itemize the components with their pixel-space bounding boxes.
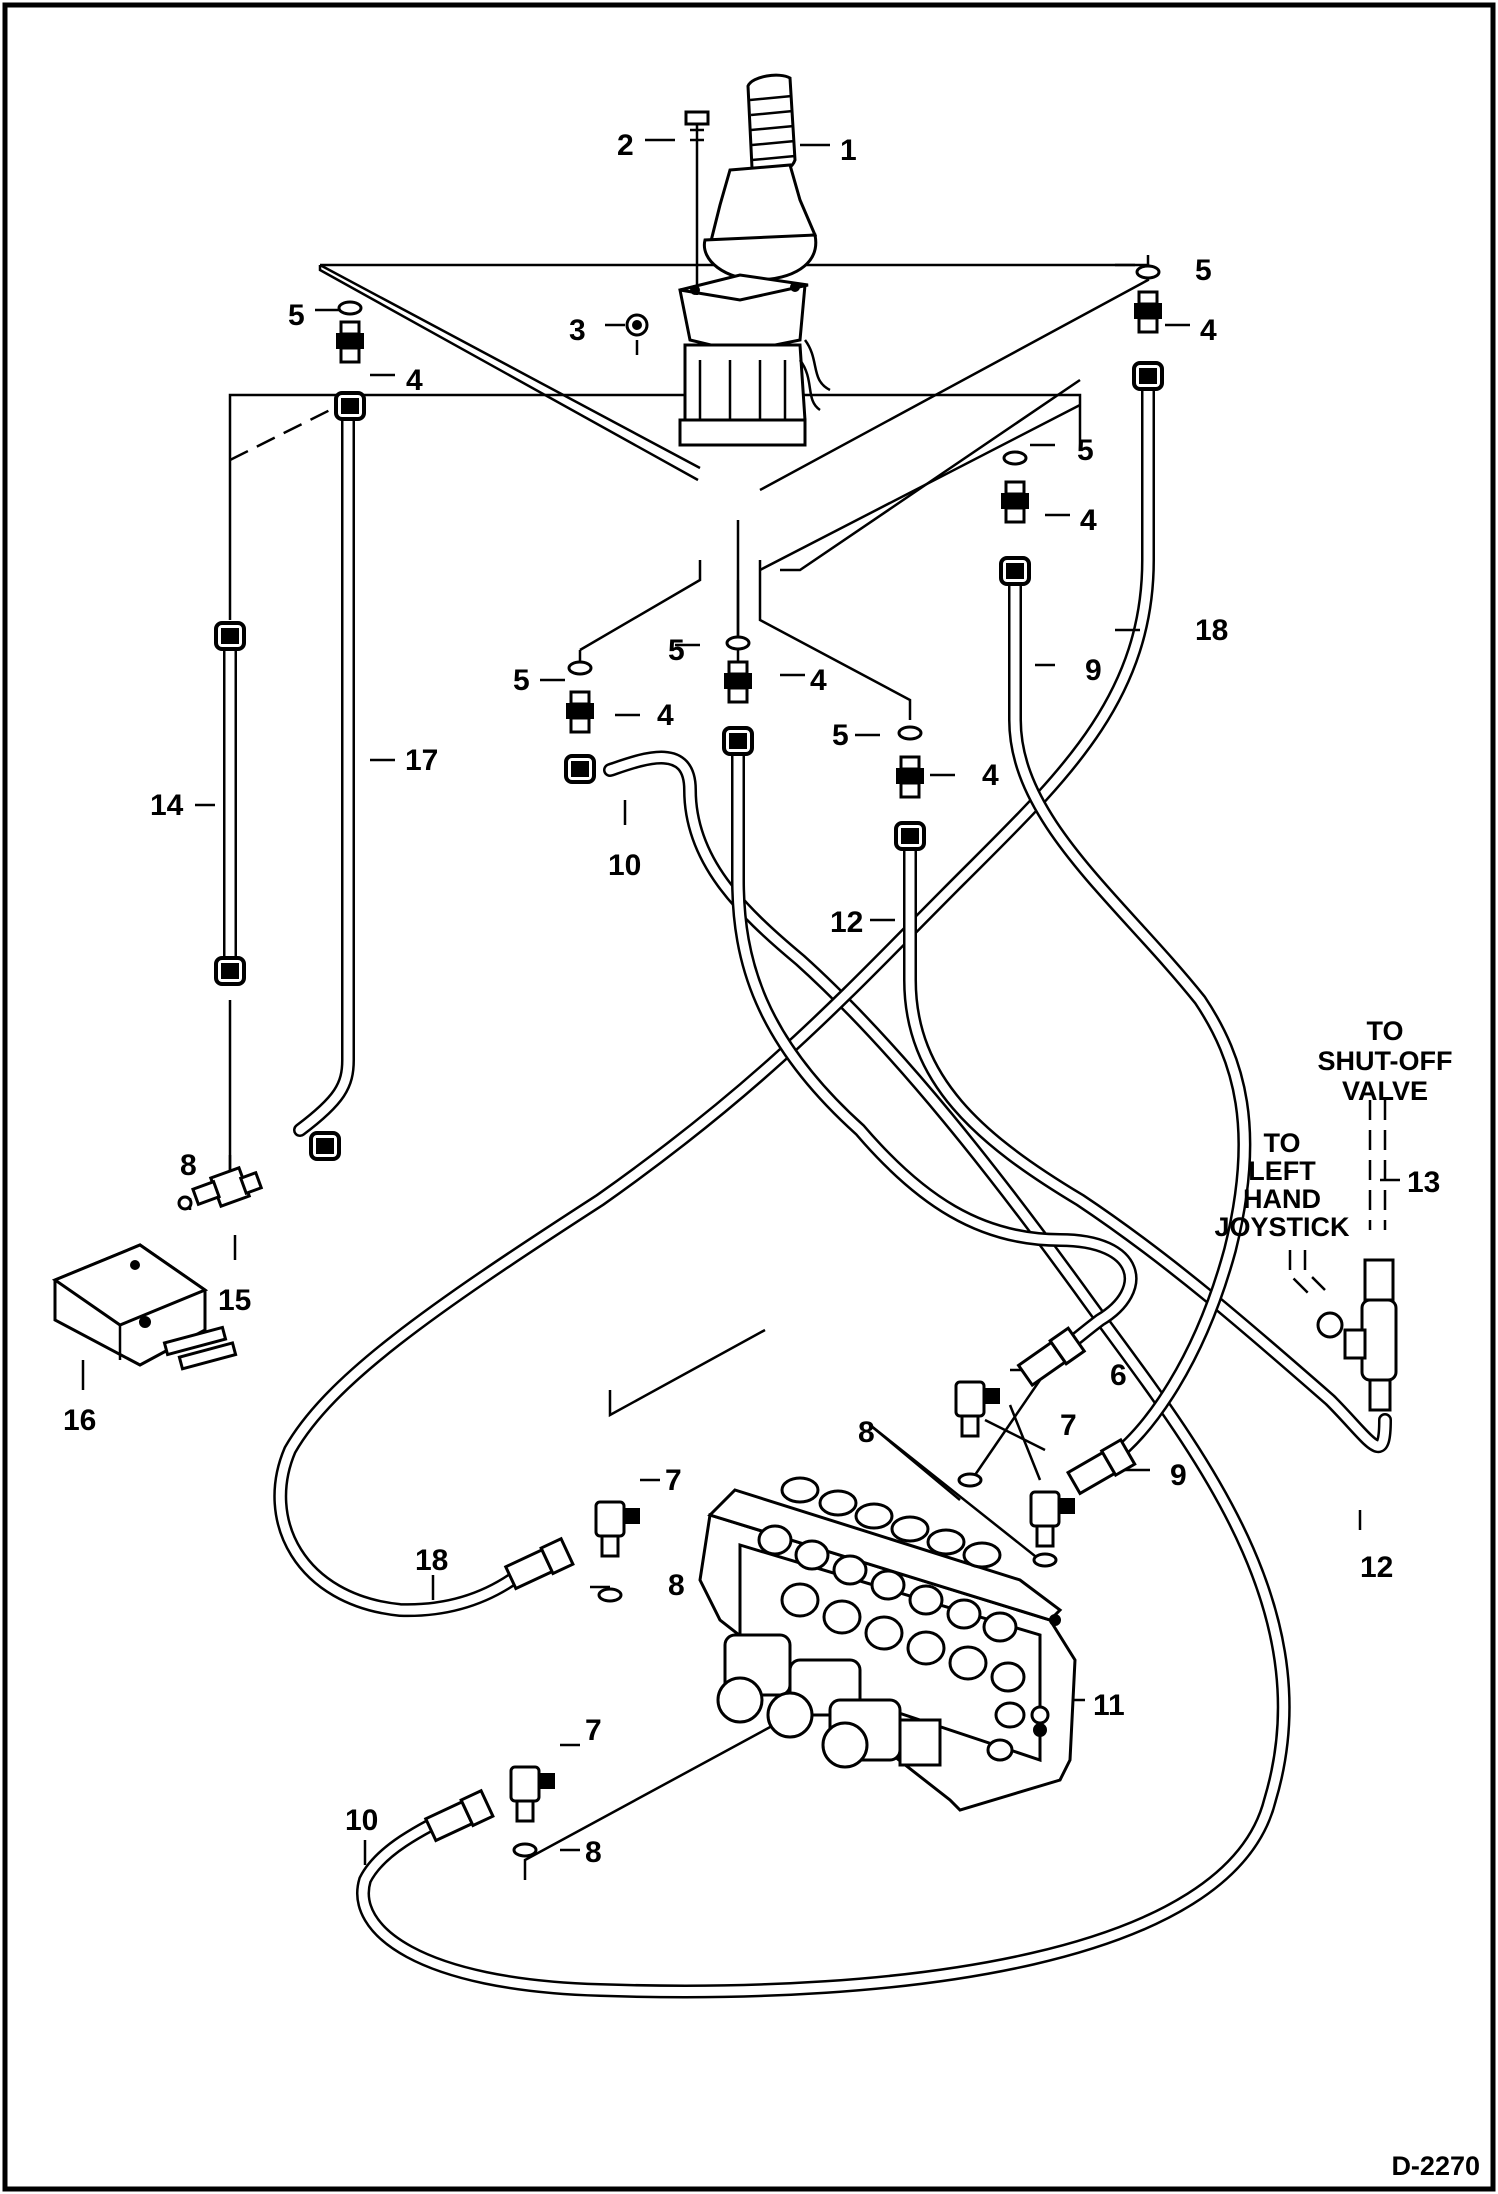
o-ring-left <box>337 300 363 316</box>
adapter-mid-right <box>1001 480 1029 524</box>
hose-end-9 <box>999 556 1031 586</box>
callout-8: 8 <box>180 1149 197 1182</box>
hoses <box>223 368 1392 1999</box>
callout-10: 10 <box>345 1804 378 1837</box>
callout-7: 7 <box>665 1464 682 1497</box>
note-shutoff-line1: TO <box>1366 1016 1403 1046</box>
o-ring-valve-left <box>597 1587 623 1603</box>
o-ring-valve-right <box>1032 1552 1058 1568</box>
callout-5: 5 <box>1077 434 1094 467</box>
hose-collar-18 <box>503 1536 575 1591</box>
hose-collar-10 <box>423 1788 495 1843</box>
callout-labels: 1 2 3 4 4 4 4 4 4 4 5 5 5 5 5 5 6 7 7 7 … <box>63 129 1480 2181</box>
callout-13: 13 <box>1407 1166 1440 1199</box>
callout-8: 8 <box>858 1416 875 1449</box>
note-joystick-line3: HAND <box>1243 1184 1321 1214</box>
callout-5: 5 <box>288 299 305 332</box>
adapter-left <box>336 320 364 364</box>
callout-12: 12 <box>830 906 863 939</box>
fittings <box>214 264 1164 1858</box>
elbow-fitting-lower <box>509 1765 555 1823</box>
callout-14: 14 <box>150 789 184 822</box>
o-ring-right-lower <box>897 725 923 741</box>
hose-14-bottom-end <box>214 956 246 986</box>
note-joystick-line2: LEFT <box>1248 1156 1316 1186</box>
callout-9: 9 <box>1170 1459 1187 1492</box>
callout-6: 6 <box>1110 1359 1127 1392</box>
callout-18: 18 <box>1195 614 1228 647</box>
note-shutoff-line3: VALVE <box>1342 1076 1428 1106</box>
callout-8: 8 <box>585 1836 602 1869</box>
callout-4: 4 <box>1080 504 1097 537</box>
hose-12 <box>903 833 1392 1453</box>
callout-10: 10 <box>608 849 641 882</box>
callout-4: 4 <box>810 664 827 697</box>
hose-6 <box>731 738 1138 1357</box>
callout-11: 11 <box>1093 1689 1125 1722</box>
callout-1: 1 <box>840 134 857 167</box>
hose-17-bottom-end <box>309 1131 341 1161</box>
callout-5: 5 <box>832 719 849 752</box>
drawing-id: D-2270 <box>1391 2151 1480 2181</box>
hose-end-18 <box>1132 361 1164 391</box>
callout-4: 4 <box>1200 314 1217 347</box>
elbow-fitting-right <box>1029 1490 1075 1548</box>
callout-5: 5 <box>513 664 530 697</box>
adapter-left-lower <box>566 690 594 734</box>
callout-4: 4 <box>1080 504 1097 537</box>
callout-9: 9 <box>1085 654 1102 687</box>
callout-18: 18 <box>415 1544 448 1577</box>
tee-fitting-left <box>177 1155 264 1211</box>
callout-7: 7 <box>585 1714 602 1747</box>
hose-end-10 <box>564 754 596 784</box>
control-valve-block <box>698 1476 1077 1812</box>
manifold-block <box>51 1243 238 1371</box>
note-joystick-line4: JOYSTICK <box>1214 1212 1350 1242</box>
elbow-fitting-top <box>954 1380 1000 1438</box>
hose-end-17 <box>334 391 366 421</box>
dashed-lines <box>229 398 1387 1296</box>
hose-end-6 <box>722 726 754 756</box>
callout-4: 4 <box>982 759 999 792</box>
joystick-assembly <box>625 73 831 447</box>
hose-14-top-end <box>214 621 246 651</box>
o-ring-valve-lower <box>512 1842 538 1858</box>
elbow-fitting-left <box>594 1500 640 1558</box>
o-ring-left-lower <box>567 660 593 676</box>
hose-9 <box>1008 573 1252 1467</box>
callout-16: 16 <box>63 1404 96 1437</box>
adapter-center <box>724 660 752 704</box>
adapter-right-lower <box>896 755 924 799</box>
callout-8: 8 <box>668 1569 685 1602</box>
hose-end-12 <box>894 821 926 851</box>
o-ring-valve-top <box>957 1472 983 1488</box>
callout-7: 7 <box>1060 1409 1077 1442</box>
hose-collar-9 <box>1065 1437 1137 1496</box>
o-ring-right <box>1135 264 1161 280</box>
note-joystick-line1: TO <box>1263 1128 1300 1158</box>
callout-5: 5 <box>1195 254 1212 287</box>
adapter-right <box>1134 290 1162 334</box>
hose-17 <box>293 398 355 1137</box>
callout-3: 3 <box>569 314 586 347</box>
callout-17: 17 <box>405 744 438 777</box>
callout-15: 15 <box>218 1284 251 1317</box>
callout-5: 5 <box>668 634 685 667</box>
hose-collar-6 <box>1016 1326 1087 1388</box>
callout-12: 12 <box>1360 1551 1393 1584</box>
callout-2: 2 <box>617 129 634 162</box>
callout-4: 4 <box>406 364 423 397</box>
o-ring-mid-right <box>1002 450 1028 466</box>
note-shutoff-line2: SHUT-OFF <box>1318 1046 1453 1076</box>
o-ring-center <box>725 635 751 651</box>
callout-4: 4 <box>657 699 674 732</box>
tee-fitting-right <box>1316 1258 1398 1412</box>
